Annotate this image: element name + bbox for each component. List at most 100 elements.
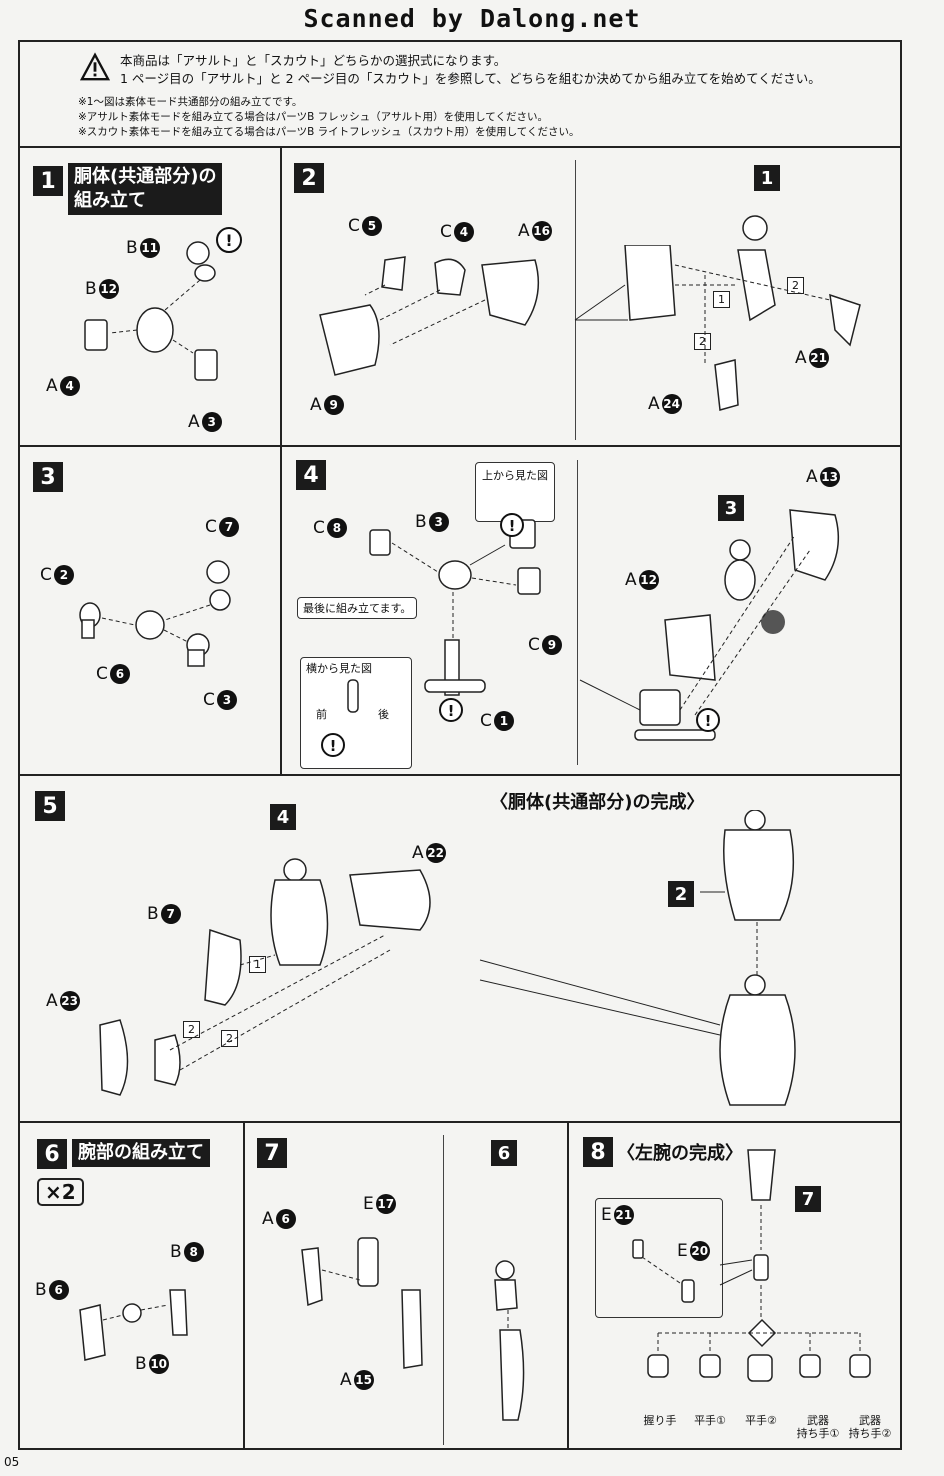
- side-view-callout: 横から見た図: [300, 657, 412, 769]
- divider: [243, 1121, 245, 1450]
- page-number: 05: [4, 1455, 20, 1469]
- step-title: 〈左腕の完成〉: [617, 1143, 743, 1164]
- divider: [18, 146, 902, 148]
- step5-diagram: [99, 858, 431, 1096]
- step3-diagram: [79, 560, 231, 667]
- notes: ※1～図は素体モード共通部分の組み立てです。 ※アサルト素体モードを組み立てる場…: [78, 95, 580, 140]
- step-title: 腕部の組み立て: [72, 1139, 210, 1167]
- hand-caption: 武器 持ち手②: [848, 1414, 892, 1440]
- step-ref: 7: [795, 1186, 821, 1212]
- step-ref: 4: [270, 804, 296, 830]
- hand-caption: 握り手: [643, 1414, 677, 1427]
- ball-joint: [742, 215, 768, 241]
- warning-icon: [80, 52, 110, 81]
- svg-text:!: !: [705, 712, 712, 730]
- completion-title: 〈胴体(共通部分)の完成〉: [490, 792, 705, 813]
- step-number: 4: [296, 460, 326, 490]
- svg-text:!: !: [330, 737, 337, 755]
- step7-diagram: [301, 1237, 525, 1421]
- order-marker: 2: [183, 1021, 200, 1038]
- step-number: 1: [33, 166, 63, 196]
- step-title-line: 胴体(共通部分)の: [74, 166, 217, 187]
- notice: 本商品は「アサルト」と「スカウト」どちらかの選択式になります。 1 ページ目の「…: [120, 52, 821, 88]
- order-marker: 2: [694, 333, 711, 350]
- quantity-badge: ×2: [37, 1178, 84, 1206]
- step4-diagram: ! ! ! !: [321, 509, 840, 757]
- step1-diagram: !: [84, 227, 242, 381]
- step-number: 8: [583, 1137, 613, 1167]
- divider: [443, 1135, 444, 1445]
- divider: [18, 445, 902, 447]
- divider: [280, 146, 282, 774]
- step-number: 2: [294, 163, 324, 193]
- step8-diagram: [632, 1149, 871, 1382]
- step-number: 7: [257, 1138, 287, 1168]
- svg-text:!: !: [225, 231, 232, 250]
- divider: [577, 460, 578, 765]
- note-line: ※1～図は素体モード共通部分の組み立てです。: [78, 96, 303, 108]
- front-label: 前: [316, 708, 327, 721]
- callout-label: 上から見た図: [482, 469, 548, 482]
- divider: [18, 774, 902, 776]
- note-callout: 最後に組み立てます。: [297, 597, 418, 619]
- divider: [575, 160, 576, 440]
- step-ref: 1: [754, 165, 780, 191]
- step6-diagram: [79, 1289, 188, 1361]
- svg-text:!: !: [448, 702, 455, 720]
- note-line: ※スカウト素体モードを組み立てる場合はパーツB ライトフレッシュ（スカウト用）を…: [78, 126, 580, 138]
- detail-box: [595, 1198, 723, 1318]
- page-frame: [18, 40, 902, 1450]
- hand-caption: 平手②: [745, 1414, 777, 1427]
- step-number: 3: [33, 462, 63, 492]
- back-label: 後: [378, 708, 389, 721]
- top-view-callout: 上から見た図: [475, 462, 555, 522]
- step-number: 5: [35, 791, 65, 821]
- svg-text:!: !: [509, 517, 516, 535]
- step-title-line: 組み立て: [74, 190, 146, 211]
- divider: [18, 1121, 902, 1123]
- callout-label: 横から見た図: [306, 662, 372, 675]
- order-marker: 1: [249, 956, 266, 973]
- order-marker: 1: [713, 291, 730, 308]
- divider: [567, 1121, 569, 1450]
- notice-line: 1 ページ目の「アサルト」と 2 ページ目の「スカウト」を参照して、どちらを組む…: [120, 71, 821, 86]
- step2-diagram: [319, 245, 861, 411]
- note-line: ※アサルト素体モードを組み立てる場合はパーツB フレッシュ（アサルト用）を使用し…: [78, 111, 548, 123]
- order-marker: 2: [787, 277, 804, 294]
- step-number: 6: [37, 1139, 67, 1169]
- watermark: Scanned by Dalong.net: [303, 4, 641, 33]
- step-ref: 3: [718, 495, 744, 521]
- hand-caption: 武器 持ち手①: [796, 1414, 840, 1440]
- order-marker: 2: [221, 1030, 238, 1047]
- step-ref: 2: [668, 881, 694, 907]
- step-title: 胴体(共通部分)の 組み立て: [68, 163, 223, 215]
- step-ref: 6: [491, 1140, 517, 1166]
- completion-diagram: [479, 810, 796, 1106]
